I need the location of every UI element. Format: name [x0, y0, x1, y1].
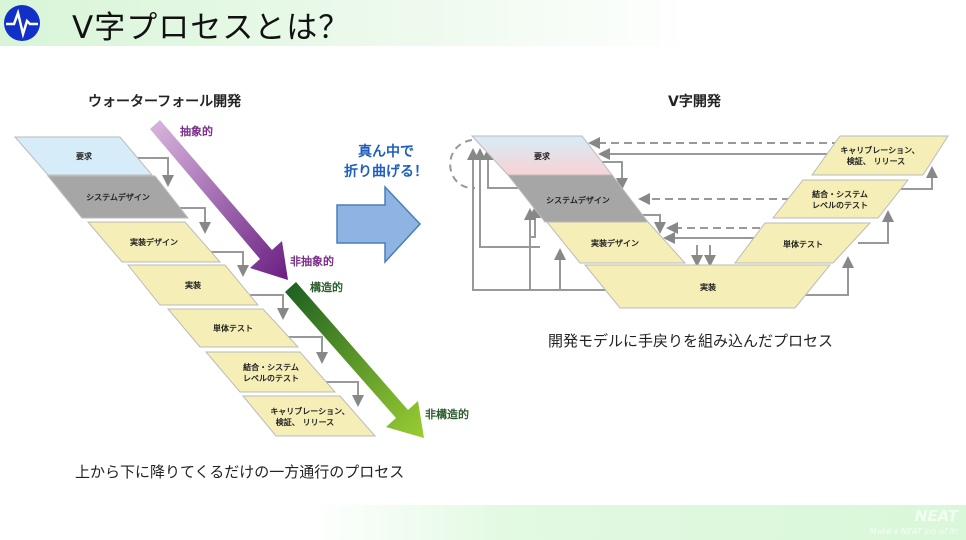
- wf-label: 要求: [76, 151, 93, 161]
- v-stage-impl: [583, 264, 832, 309]
- v-stage-release: [811, 135, 949, 176]
- wf-label: 結合・システム: [243, 362, 299, 372]
- waterfall-connectors: [135, 157, 364, 407]
- wf-stage-requirements: [13, 136, 154, 176]
- vmodel-caption: 開発モデルに手戻りを組み込んだプロセス: [548, 332, 834, 350]
- label-structured: 構造的: [310, 280, 343, 294]
- v-label: レベルのテスト: [812, 201, 868, 210]
- label-non-structured: 非構造的: [425, 407, 469, 421]
- wf-label: 実装: [185, 280, 201, 290]
- structure-arrow-icon: [285, 282, 424, 438]
- page-title: V字プロセスとは？: [72, 10, 351, 46]
- fold-arrow-icon: [336, 185, 422, 264]
- wf-label: レベルのテスト: [243, 374, 299, 383]
- footer-band: NEAT Make a NEAT job of it!: [310, 505, 966, 540]
- v-stage-integration: [771, 179, 910, 219]
- brand-watermark: NEAT: [914, 507, 958, 525]
- wf-stage-impl: [126, 264, 260, 306]
- label-non-abstract: 非抽象的: [290, 254, 334, 268]
- waterfall-stages: [13, 136, 377, 437]
- v-label: 検証、 リリース: [847, 156, 905, 166]
- fold-text-line1: 真ん中で: [358, 143, 414, 160]
- v-label: キャリブレーション、: [840, 145, 919, 155]
- wf-stage-impl-design: [86, 221, 222, 263]
- fold-text-line2: 折り曲げる！: [344, 163, 428, 180]
- wf-label: 実装デザイン: [130, 237, 178, 247]
- wf-stage-release: [241, 395, 377, 437]
- vmodel-stages: [470, 135, 949, 309]
- waterfall-caption: 上から下に降りてくるだけの一方通行のプロセス: [75, 463, 405, 481]
- v-label: 結合・システム: [812, 189, 868, 199]
- waterfall-heading: ウォーターフォール開発: [88, 94, 242, 110]
- label-abstract: 抽象的: [180, 124, 213, 138]
- wf-stage-system-design: [46, 175, 190, 219]
- wf-stage-unit-test: [166, 308, 300, 348]
- vmodel-connectors: [449, 137, 938, 296]
- title-bar: V字プロセスとは？: [0, 0, 700, 46]
- wf-label: 単体テスト: [213, 323, 253, 333]
- wf-label: システムデザイン: [86, 192, 150, 202]
- v-label: 単体テスト: [783, 239, 823, 249]
- wf-label: 検証、 リリース: [276, 417, 334, 427]
- v-stage-impl-design: [545, 221, 687, 264]
- v-label: 要求: [534, 151, 551, 161]
- pulse-logo-icon: [4, 5, 40, 41]
- v-label: システムデザイン: [546, 195, 610, 205]
- v-label: 実装: [700, 282, 716, 292]
- wf-stage-integration: [204, 351, 337, 393]
- v-label: 実装デザイン: [591, 238, 639, 248]
- abstract-arrow-icon: [150, 120, 288, 280]
- tagline-watermark: Make a NEAT job of it!: [869, 527, 958, 536]
- v-stage-unit-test: [734, 222, 872, 264]
- vmodel-heading: V字開発: [668, 94, 721, 110]
- wf-label: キャリブレーション、: [270, 406, 349, 416]
